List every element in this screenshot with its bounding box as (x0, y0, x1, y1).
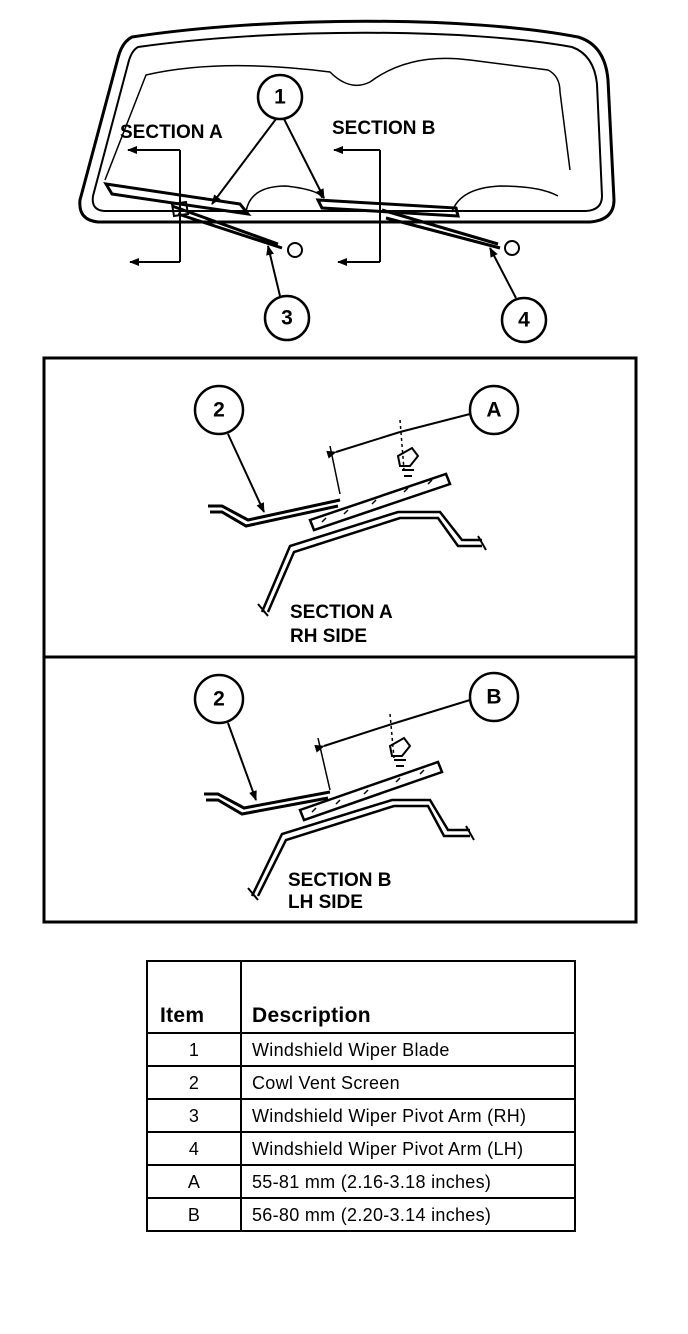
callout-1-circle (256, 73, 304, 121)
legend-row: 3 Windshield Wiper Pivot Arm (RH) (146, 1098, 576, 1133)
legend-item: 4 (146, 1131, 242, 1166)
legend-row: B 56-80 mm (2.20-3.14 inches) (146, 1197, 576, 1232)
callout-3-leader (266, 245, 281, 297)
legend-item: 3 (146, 1098, 242, 1133)
legend-description: Windshield Wiper Pivot Arm (LH) (240, 1131, 576, 1166)
section-b-dim-ext-right (389, 713, 395, 759)
detail-frame (42, 356, 638, 924)
section-b-dimension-line (314, 723, 393, 753)
section-b-detail: 2 B SECTION B LH SIDE (193, 671, 520, 913)
callout-1-leader-lh (283, 118, 325, 199)
legend-description: Windshield Wiper Blade (240, 1032, 576, 1067)
section-a-callout-a-leader (399, 413, 471, 433)
section-b-panel-end (247, 825, 475, 901)
section-a-callout-2: 2 (213, 399, 225, 422)
legend-row: 1 Windshield Wiper Blade (146, 1032, 576, 1067)
section-a-cowl-panel (260, 510, 482, 613)
callout-4-circle (500, 296, 548, 344)
legend-header-description: Description (240, 960, 576, 1034)
section-b-caption-line2: LH SIDE (288, 892, 363, 913)
wiper-blade-rh (103, 182, 252, 217)
legend-description: Cowl Vent Screen (240, 1065, 576, 1100)
section-a-callout-2-circle (193, 384, 245, 436)
section-a-caption-line2: RH SIDE (290, 626, 367, 647)
legend-item: B (146, 1197, 242, 1232)
pivot-lh (504, 240, 520, 256)
section-b-wiper-bracket (298, 760, 444, 822)
section-b-callout-2: 2 (213, 688, 225, 711)
section-a-dim-ext-right (399, 419, 405, 471)
pivot-arm-lh (381, 208, 501, 250)
wiper-diagram: SECTION A SECTION B 1 3 4 2 A (42, 19, 638, 924)
windshield-cowl-curve (245, 185, 559, 213)
callout-1-leader-rh (211, 118, 277, 205)
section-b-callout-b: B (486, 686, 501, 709)
section-a-label: SECTION A (120, 122, 223, 143)
wiper-blade-lh (315, 198, 460, 218)
section-a-callout-2-leader (227, 433, 265, 513)
section-a-panel-end (257, 535, 487, 617)
section-a-callout-a: A (486, 399, 501, 422)
windshield-view: SECTION A SECTION B 1 3 4 (78, 19, 616, 344)
legend-description: 56-80 mm (2.20-3.14 inches) (240, 1197, 576, 1232)
section-a-dimension-line (326, 431, 401, 459)
pivot-arm-rh (171, 204, 283, 250)
section-b-callout-b-circle (468, 671, 520, 723)
section-b-bracket-marks (311, 769, 425, 813)
section-b-fastener (388, 736, 412, 767)
legend-header-item: Item (146, 960, 242, 1034)
callout-3: 3 (281, 307, 293, 330)
pivot-hub-rh (170, 200, 190, 218)
legend-row: 4 Windshield Wiper Pivot Arm (LH) (146, 1131, 576, 1166)
windshield-glass-edge (104, 57, 571, 181)
callout-4: 4 (518, 309, 530, 332)
windshield-inner-frame (91, 31, 604, 212)
section-a-detail: 2 A SECTION A RH SIDE (193, 384, 520, 647)
section-b-caption-line1: SECTION B (288, 870, 391, 891)
callout-1: 1 (274, 86, 286, 109)
legend-row: 2 Cowl Vent Screen (146, 1065, 576, 1100)
section-b-cowl-panel (250, 798, 470, 897)
section-b-dim-ext-left (317, 737, 331, 791)
callout-4-leader (489, 247, 517, 299)
section-b-label: SECTION B (332, 118, 435, 139)
section-a-caption-line1: SECTION A (290, 602, 393, 623)
pivot-rh (287, 242, 303, 258)
section-a-bracket-marks (321, 479, 433, 523)
windshield-outer-frame (78, 19, 616, 224)
legend-description: Windshield Wiper Pivot Arm (RH) (240, 1098, 576, 1133)
callout-3-circle (263, 294, 311, 342)
section-b-callout-2-circle (193, 673, 245, 725)
section-a-callout-a-circle (468, 384, 520, 436)
legend-item: A (146, 1164, 242, 1199)
section-a-dim-ext-left (329, 445, 341, 495)
legend-item: 2 (146, 1065, 242, 1100)
section-a-wiper-bracket (308, 472, 452, 532)
section-a-fastener (396, 446, 420, 477)
legend-item: 1 (146, 1032, 242, 1067)
legend-header-row: Item Description (146, 960, 576, 1034)
legend-table: Item Description 1 Windshield Wiper Blad… (146, 960, 576, 1232)
legend-row: A 55-81 mm (2.16-3.18 inches) (146, 1164, 576, 1199)
section-b-callout-b-leader (391, 699, 471, 725)
legend-description: 55-81 mm (2.16-3.18 inches) (240, 1164, 576, 1199)
section-a-cowl-screen (208, 498, 341, 528)
section-b-cowl-screen (204, 790, 331, 816)
section-b-callout-2-leader (227, 722, 257, 801)
